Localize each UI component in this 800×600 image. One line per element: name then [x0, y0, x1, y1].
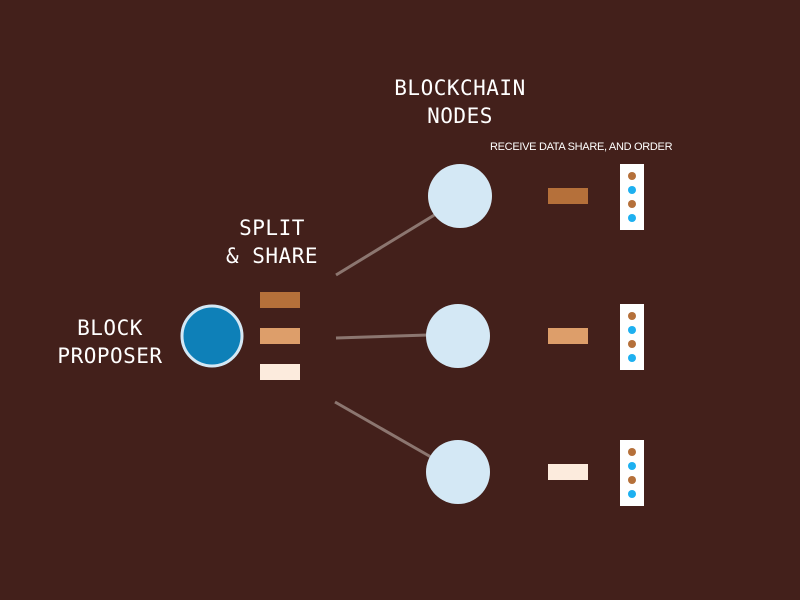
order-dot	[628, 354, 636, 362]
order-dot	[628, 340, 636, 348]
received-share-node-3	[548, 464, 588, 480]
blockchain-nodes-label-line-1: BLOCKCHAIN	[394, 76, 526, 100]
connector-line-node-3	[334, 400, 432, 459]
order-dot	[628, 462, 636, 470]
split-share-label-line-2: & SHARE	[225, 244, 318, 268]
blockchain-nodes-label: BLOCKCHAIN NODES	[380, 74, 540, 130]
order-dot	[628, 172, 636, 180]
order-panel-node-1	[620, 164, 644, 230]
order-panel-node-3	[620, 440, 644, 506]
split-share-label-line-1: SPLIT	[239, 216, 305, 240]
received-share-node-2	[548, 328, 588, 344]
split-share-2	[260, 328, 300, 344]
order-dot	[628, 200, 636, 208]
connector-line-node-2	[335, 333, 429, 340]
order-dot	[628, 448, 636, 456]
order-dot	[628, 326, 636, 334]
receive-caption: RECEIVE DATA SHARE, AND ORDER	[490, 141, 673, 153]
block-proposer-label: BLOCK PROPOSER	[40, 314, 180, 370]
blockchain-node-3	[426, 440, 490, 504]
split-share-3	[260, 364, 300, 380]
received-share-node-1	[548, 188, 588, 204]
block-proposer-circle	[180, 304, 244, 368]
block-proposer-label-line-1: BLOCK	[77, 316, 143, 340]
order-dot	[628, 186, 636, 194]
block-proposer-label-line-2: PROPOSER	[57, 344, 163, 368]
blockchain-node-1	[428, 164, 492, 228]
split-share-label: SPLIT & SHARE	[202, 214, 342, 270]
split-share-1	[260, 292, 300, 308]
order-dot	[628, 490, 636, 498]
order-dot	[628, 312, 636, 320]
connector-line-node-1	[335, 212, 437, 277]
blockchain-nodes-label-line-2: NODES	[427, 104, 493, 128]
order-dot	[628, 214, 636, 222]
order-panel-node-2	[620, 304, 644, 370]
order-dot	[628, 476, 636, 484]
blockchain-node-2	[426, 304, 490, 368]
